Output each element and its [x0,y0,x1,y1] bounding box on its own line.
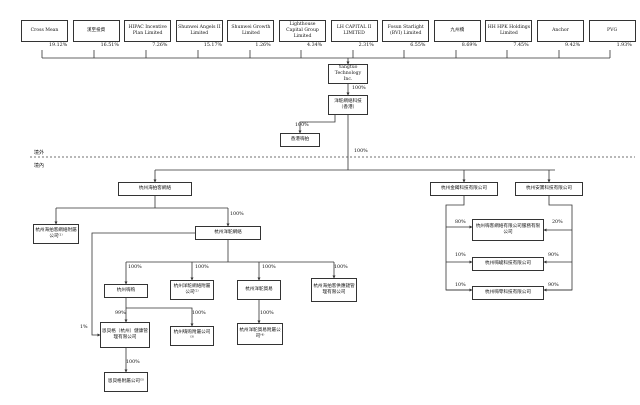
pct-to-mafu: 99% [115,311,126,316]
shareholder-pct: 9.42% [565,43,581,48]
shareholder-pct: 1.26% [255,43,271,48]
shareholder-pct: 7.45% [513,43,529,48]
shareholder-box: Anchor [537,20,584,42]
pct-yangtuo-c2: 100% [195,265,209,270]
pct-yangtuo-c3: 100% [262,265,276,270]
pct-a-lz: 90% [548,283,559,288]
hz-haipai-supply-box: 杭州海拍客供應鏈管理有限公司 [311,278,357,302]
shareholder-pct: 7.26% [152,43,168,48]
pct-to-hipac-sub: 100% [192,311,206,316]
shareholder-box: Cross Mean [21,20,68,42]
pct-to-mafu-1: 1% [80,325,88,330]
shareholder-box: HIPAC Incentive Plan Limited [124,20,172,42]
hz-haipai-sub-box: 杭州海拍客網絡附屬公司⁽¹⁾ [33,224,79,244]
hz-lingzhi-box: 杭州嗨零科技有限公司 [472,286,544,300]
shareholder-pct: 19.12% [49,43,68,48]
pct-j-sc: 80% [455,220,466,225]
onshore-label: 境內 [34,163,45,169]
pct-to-hk: 100% [352,86,366,91]
shareholder-pct: 8.69% [461,43,478,48]
mafu-hz-box: 恩貝格（杭州）健康管理有限公司 [100,322,150,348]
pct-to-yangtuo: 100% [230,212,244,217]
shareholder-pct: 4.34% [307,43,323,48]
shareholder-box: 漢至投資 [72,20,120,42]
shareholder-box: LH CAPITAL II LIMITED [330,20,378,42]
pct-yangtuo-c1: 100% [128,265,142,270]
shareholder-pct: 15.17% [203,43,223,48]
shareholder-box: Fosun Starlight (BVI) Limited [382,20,430,42]
offshore-label: 境外 [34,150,45,156]
pct-a-lj: 90% [548,253,559,258]
yangtuo-technology-box: Yangtuo Technology Inc. [328,64,368,84]
shareholder-pct: 6.55% [410,43,426,48]
pct-j-lz: 10% [455,283,466,288]
pct-j-lj: 10% [455,253,466,258]
mafu-sub-box: 恩貝格附屬公司⁽⁵⁾ [104,372,148,392]
shareholder-pct: 2.31% [358,43,374,48]
pct-a-sc: 20% [552,220,563,225]
shareholder-box: Shunwei Angels II Limited [175,20,223,42]
shareholder-box: PVG [588,20,636,42]
shareholder-box: Shunwei Growth Limited [227,20,275,42]
pct-to-trade-sub: 100% [260,311,274,316]
hz-lingjing-box: 杭州嗨峻科技有限公司 [472,257,544,271]
shareholder-box: HH HPK Holdings Limited [485,20,533,42]
shareholder-box: Lighthouse Capital Group Limited [279,20,326,42]
pct-yangtuo-c4: 100% [334,265,348,270]
hz-supply-chain-box: 杭州嗨客網絡有限公司服務有限公司 [472,219,544,241]
shareholder-pct: 1.93% [616,43,632,48]
pct-hk-to-hipac: 100% [295,123,309,128]
shareholder-box: 九州橋 [433,20,481,42]
shareholder-pct: 16.51% [100,43,119,48]
pct-hk-to-onshore: 100% [354,149,368,154]
pct-to-mafu-sub: 100% [126,360,140,365]
